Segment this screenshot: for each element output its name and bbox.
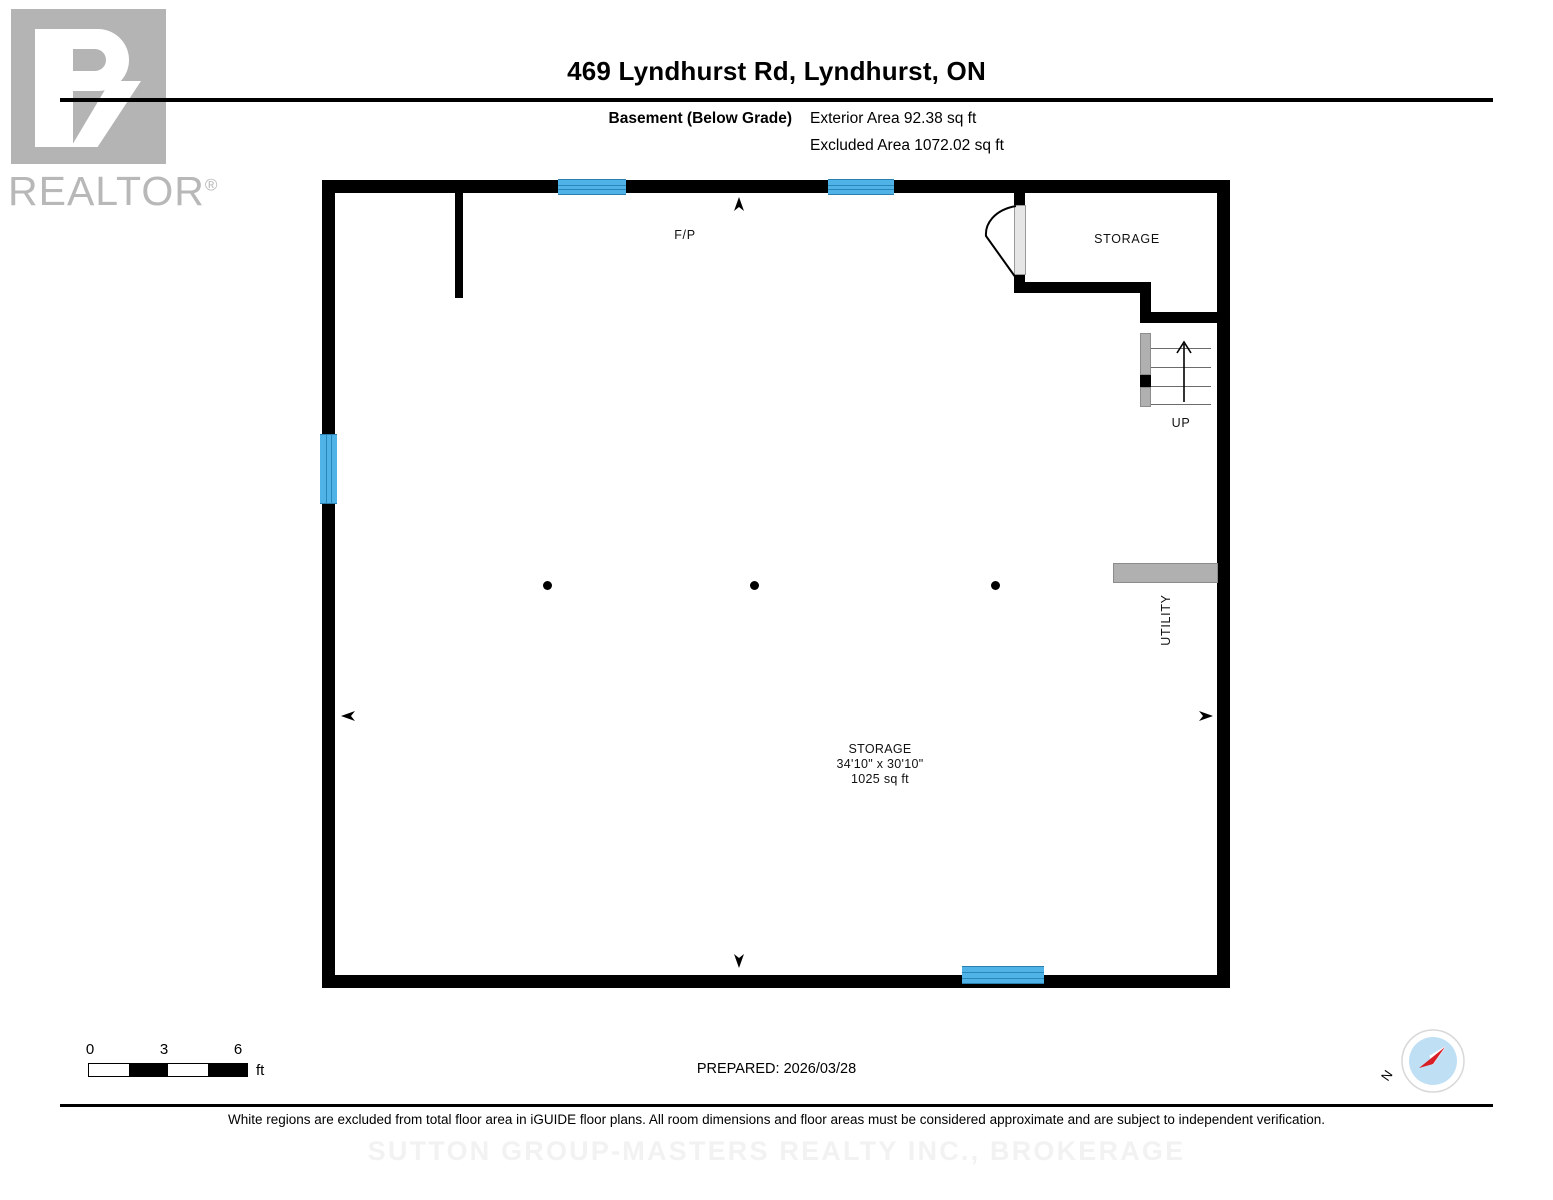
storage-room-label: STORAGE <box>1094 232 1160 246</box>
page-title: 469 Lyndhurst Rd, Lyndhurst, ON <box>567 56 986 86</box>
exterior-wall-bottom <box>322 975 1230 988</box>
exterior-wall-top <box>322 180 1230 193</box>
realtor-wordmark: REALTOR® <box>8 168 218 215</box>
exterior-wall-left <box>322 180 335 988</box>
scale-tick-3: 3 <box>159 1041 169 1058</box>
realtor-wordmark-text: REALTOR <box>8 168 205 214</box>
realtor-logo: REALTOR® <box>8 6 217 214</box>
interior-wall-storage-bottom <box>1014 282 1151 293</box>
stairs-up-arrow <box>1176 340 1192 402</box>
disclaimer-text: White regions are excluded from total fl… <box>227 1112 1326 1127</box>
window-bottom <box>962 966 1044 984</box>
support-post-1 <box>543 581 552 590</box>
scale-bar: 0 3 6 ft <box>86 1041 265 1079</box>
main-room-name: STORAGE <box>848 742 912 756</box>
support-post-2 <box>750 581 759 590</box>
excluded-area-text: Excluded Area 1072.02 sq ft <box>810 137 1004 154</box>
window-left-wall <box>320 434 337 504</box>
exterior-wall-right <box>1217 180 1230 988</box>
scale-segments <box>88 1063 248 1077</box>
fireplace-label: F/P <box>674 228 696 242</box>
main-room-area: 1025 sq ft <box>851 772 909 786</box>
footer-divider <box>60 1104 1493 1107</box>
stair-rail <box>1140 333 1151 375</box>
utility-fixture-bar <box>1113 563 1218 583</box>
level-summary: Basement (Below Grade) Exterior Area 92.… <box>560 110 1200 155</box>
registered-mark: ® <box>204 175 219 195</box>
stairs <box>1151 330 1211 405</box>
dimension-arrow-top <box>734 197 744 211</box>
scale-tick-0: 0 <box>85 1041 95 1058</box>
realtor-r-mark <box>11 9 166 164</box>
dimension-arrow-bottom <box>734 954 744 968</box>
stair-rail-lower <box>1140 387 1151 407</box>
brokerage-watermark: SUTTON GROUP-MASTERS REALTY INC., BROKER… <box>367 1136 1186 1166</box>
stairs-up-label: UP <box>1171 416 1191 430</box>
main-room-label: STORAGE 34'10" x 30'10" 1025 sq ft <box>760 742 1000 787</box>
main-room-dimensions: 34'10" x 30'10" <box>836 757 924 771</box>
scale-tick-6: 6 <box>233 1041 243 1058</box>
interior-wall-stair-side <box>1140 282 1151 322</box>
level-label: Basement (Below Grade) <box>608 110 792 127</box>
support-post-3 <box>991 581 1000 590</box>
title-divider <box>60 98 1493 102</box>
window-top-right <box>828 179 894 195</box>
prepared-date: PREPARED: 2026/03/28 <box>696 1061 857 1077</box>
scale-unit-label: ft <box>256 1062 265 1079</box>
exterior-area-text: Exterior Area 92.38 sq ft <box>810 110 977 127</box>
interior-wall-stair-top <box>1140 312 1218 323</box>
floor-plan-drawing: UP STORAGE F/P UTILITY STORAGE 34'10" x … <box>320 179 1230 988</box>
door-swing-arc <box>984 205 1017 279</box>
dimension-arrow-right <box>1199 711 1213 721</box>
dimension-arrow-left <box>341 711 355 721</box>
stair-rail-post <box>1140 375 1151 387</box>
utility-label: UTILITY <box>1159 594 1173 646</box>
compass-rose: N <box>1378 1028 1466 1094</box>
interior-wall-stub-left <box>455 193 463 298</box>
door-leaf <box>1014 205 1026 275</box>
window-top-left <box>558 179 626 195</box>
compass-icon <box>1401 1029 1465 1093</box>
